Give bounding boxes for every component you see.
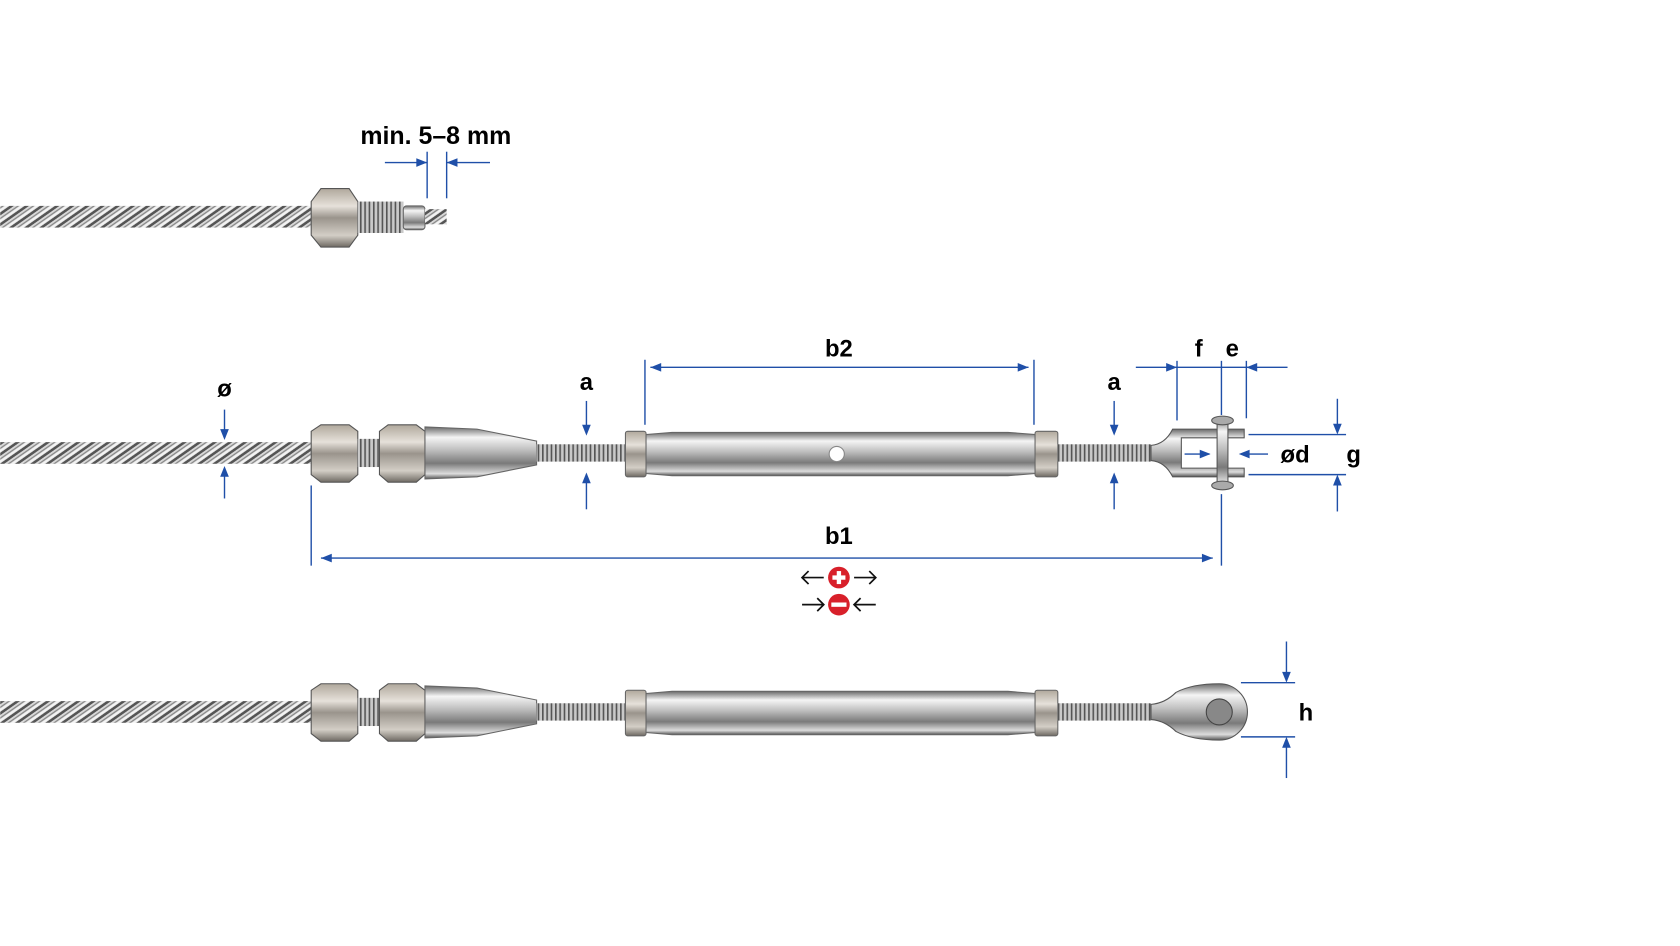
h-dimension: h xyxy=(1240,641,1314,779)
minus-icon xyxy=(828,593,850,616)
e-label: e xyxy=(1226,336,1239,363)
b1-dimension: b1 xyxy=(310,485,1213,566)
g-label: g xyxy=(1346,442,1361,469)
fork-jaw xyxy=(1150,428,1245,478)
b2-label: b2 xyxy=(825,336,853,363)
eye-turnbuckle xyxy=(0,683,1248,742)
eye-end xyxy=(1150,683,1248,741)
f-label: f xyxy=(1195,336,1203,363)
fork-turnbuckle xyxy=(0,415,1245,491)
a-left-dimension: a xyxy=(580,369,594,510)
h-label: h xyxy=(1299,700,1314,727)
a-right-dimension: a xyxy=(1108,369,1122,510)
strip-length-dimension: min. 5–8 mm xyxy=(360,122,511,199)
diameter-label: ø xyxy=(217,376,232,403)
hex-nut xyxy=(310,188,359,248)
plus-icon xyxy=(828,566,850,589)
b2-dimension: b2 xyxy=(644,336,1035,425)
a-right-label: a xyxy=(1108,369,1122,396)
cable-end-fitting xyxy=(0,188,447,248)
strip-length-label: min. 5–8 mm xyxy=(360,122,511,150)
diameter-dimension: ø xyxy=(217,376,232,499)
threaded-sleeve xyxy=(357,201,404,233)
tension-adjust-legend xyxy=(800,566,877,616)
fork-pin xyxy=(1216,416,1229,490)
pin-diameter-label: ød xyxy=(1281,442,1310,469)
b1-label: b1 xyxy=(825,523,853,550)
wire-ends xyxy=(424,209,447,225)
arrow-icon xyxy=(800,570,877,612)
sight-hole xyxy=(828,445,845,463)
fe-dimension: f e xyxy=(1135,336,1288,566)
pin-diameter-dimension: ød xyxy=(1184,442,1310,469)
wire-rope xyxy=(0,205,317,228)
g-dimension: g xyxy=(1248,398,1361,512)
a-left-label: a xyxy=(580,369,594,396)
